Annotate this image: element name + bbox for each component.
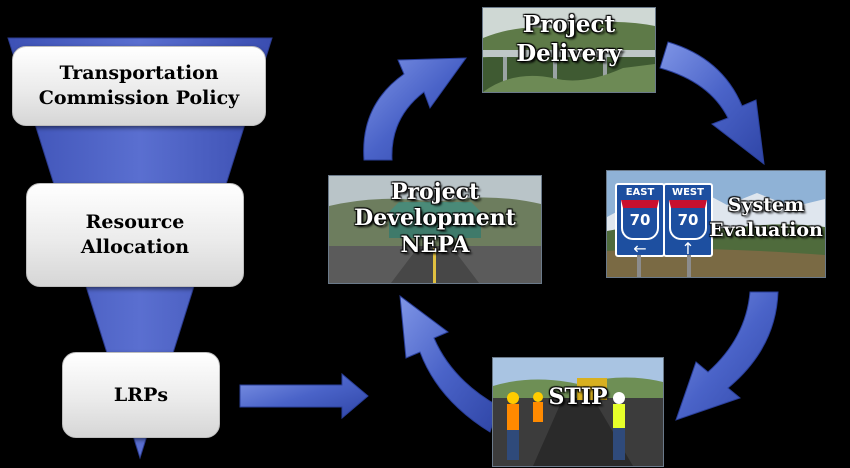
east-direction: EAST [625, 187, 655, 198]
interstate-shield-icon: 70 [669, 200, 707, 240]
project-delivery-tile: Project Delivery [482, 7, 656, 93]
project-development-tile: Project Development NEPA [328, 175, 542, 284]
box-label-line1: LRPs [113, 383, 169, 406]
curved-arrow-icon [659, 41, 765, 166]
project-development-label: Project Development NEPA [354, 179, 516, 258]
river-bridge-photo [329, 176, 541, 283]
interstate-shield-icon: 70 [621, 200, 659, 240]
system-evaluation-tile: EAST 70 ← WEST 70 ↑ System Evaluation [606, 170, 826, 278]
east-sign: EAST 70 ← [615, 183, 665, 258]
curved-arrow-icon [399, 294, 499, 433]
up-arrow-icon: ↑ [681, 239, 695, 258]
system-evaluation-label: System Evaluation [709, 194, 823, 241]
stip-tile: STIP [492, 357, 664, 467]
bridge-photo [483, 8, 655, 92]
project-delivery-label: Project Delivery [516, 11, 622, 67]
box-label-line1: Transportation [59, 62, 219, 85]
west-direction: WEST [672, 187, 704, 198]
left-arrow-icon: ← [633, 239, 647, 258]
box-label-line2: Allocation [80, 236, 190, 258]
lrps-box: LRPs [62, 352, 220, 438]
curved-arrow-icon [675, 291, 779, 421]
sign-post [637, 255, 641, 277]
resource-allocation-box: Resource Allocation [26, 183, 244, 287]
transportation-commission-policy-box: Transportation Commission Policy [12, 46, 266, 126]
box-label-line2: Commission Policy [38, 87, 240, 109]
curved-arrow-icon [363, 57, 467, 161]
stip-label: STIP [548, 384, 608, 410]
box-label-line1: Resource [85, 211, 185, 234]
road-work-photo [493, 358, 663, 466]
right-arrow-icon [239, 372, 369, 420]
west-sign: WEST 70 ↑ [663, 183, 713, 258]
sign-post [687, 255, 691, 277]
